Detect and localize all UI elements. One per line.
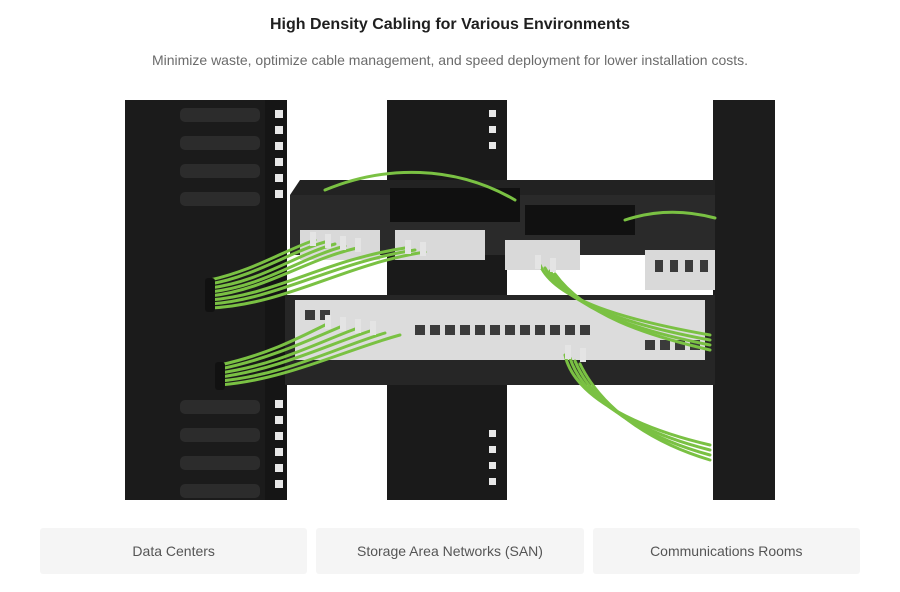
cabling-rack-photo <box>125 100 775 500</box>
environment-tabs: Data Centers Storage Area Networks (SAN)… <box>40 528 860 574</box>
page-subtitle: Minimize waste, optimize cable managemen… <box>151 52 749 68</box>
tab-storage-area-networks[interactable]: Storage Area Networks (SAN) <box>316 528 584 574</box>
tab-data-centers[interactable]: Data Centers <box>40 528 308 574</box>
tab-communications-rooms[interactable]: Communications Rooms <box>592 528 860 574</box>
page-title: High Density Cabling for Various Environ… <box>269 16 631 33</box>
